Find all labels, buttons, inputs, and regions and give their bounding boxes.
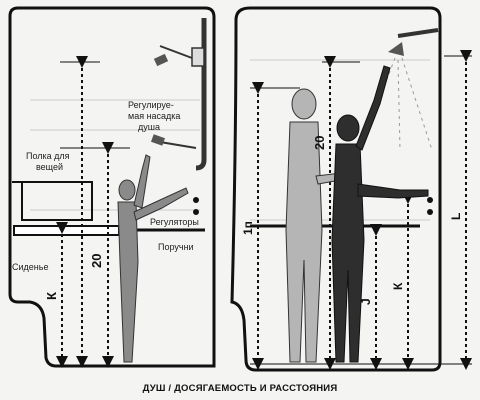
- seat: [13, 225, 120, 236]
- label-controls: Регуляторы: [150, 217, 199, 227]
- handheld-shower-icon: [150, 134, 197, 149]
- shelf: [21, 181, 93, 221]
- label-handheld-1: Регулируе-: [128, 100, 174, 110]
- right-dim-1n: 1п: [241, 221, 255, 235]
- right-dim-j: J: [359, 298, 373, 305]
- water-spray-icon: [359, 57, 433, 151]
- right-human-figure-light: [285, 88, 353, 363]
- figure-caption: ДУШ / ДОСЯГАЕМОСТЬ И РАССТОЯНИЯ: [142, 383, 338, 394]
- right-panel: 1п 20 J К L: [230, 6, 472, 372]
- label-shelf-2: вещей: [36, 162, 63, 172]
- controls-icon: [193, 197, 199, 215]
- right-dim-k: К: [391, 282, 405, 290]
- right-stall-outline: [230, 6, 442, 372]
- label-handheld-2: мая насадка: [128, 111, 180, 121]
- right-dim-20: 20: [312, 136, 327, 150]
- shower-reach-diagram: Полка для вещей Регулируе- мая насадка д…: [8, 6, 472, 372]
- left-dim-k: К: [44, 292, 59, 300]
- left-panel: Полка для вещей Регулируе- мая насадка д…: [8, 6, 216, 368]
- left-human-figure: [117, 154, 189, 363]
- label-handrails: Поручни: [158, 242, 194, 252]
- right-human-figure-dark: [331, 65, 429, 363]
- label-seat: Сиденье: [12, 262, 48, 272]
- left-dim-20: 20: [89, 254, 104, 268]
- showerhead-icon: [153, 53, 169, 67]
- controls-icon-right: [427, 197, 433, 215]
- right-shower-pipe: [388, 28, 439, 56]
- left-stall-outline: [8, 6, 216, 368]
- left-shower-pipe: [159, 18, 207, 171]
- label-shelf-1: Полка для: [26, 151, 70, 161]
- label-handheld-3: душа: [138, 122, 160, 132]
- right-dim-l: L: [449, 213, 463, 220]
